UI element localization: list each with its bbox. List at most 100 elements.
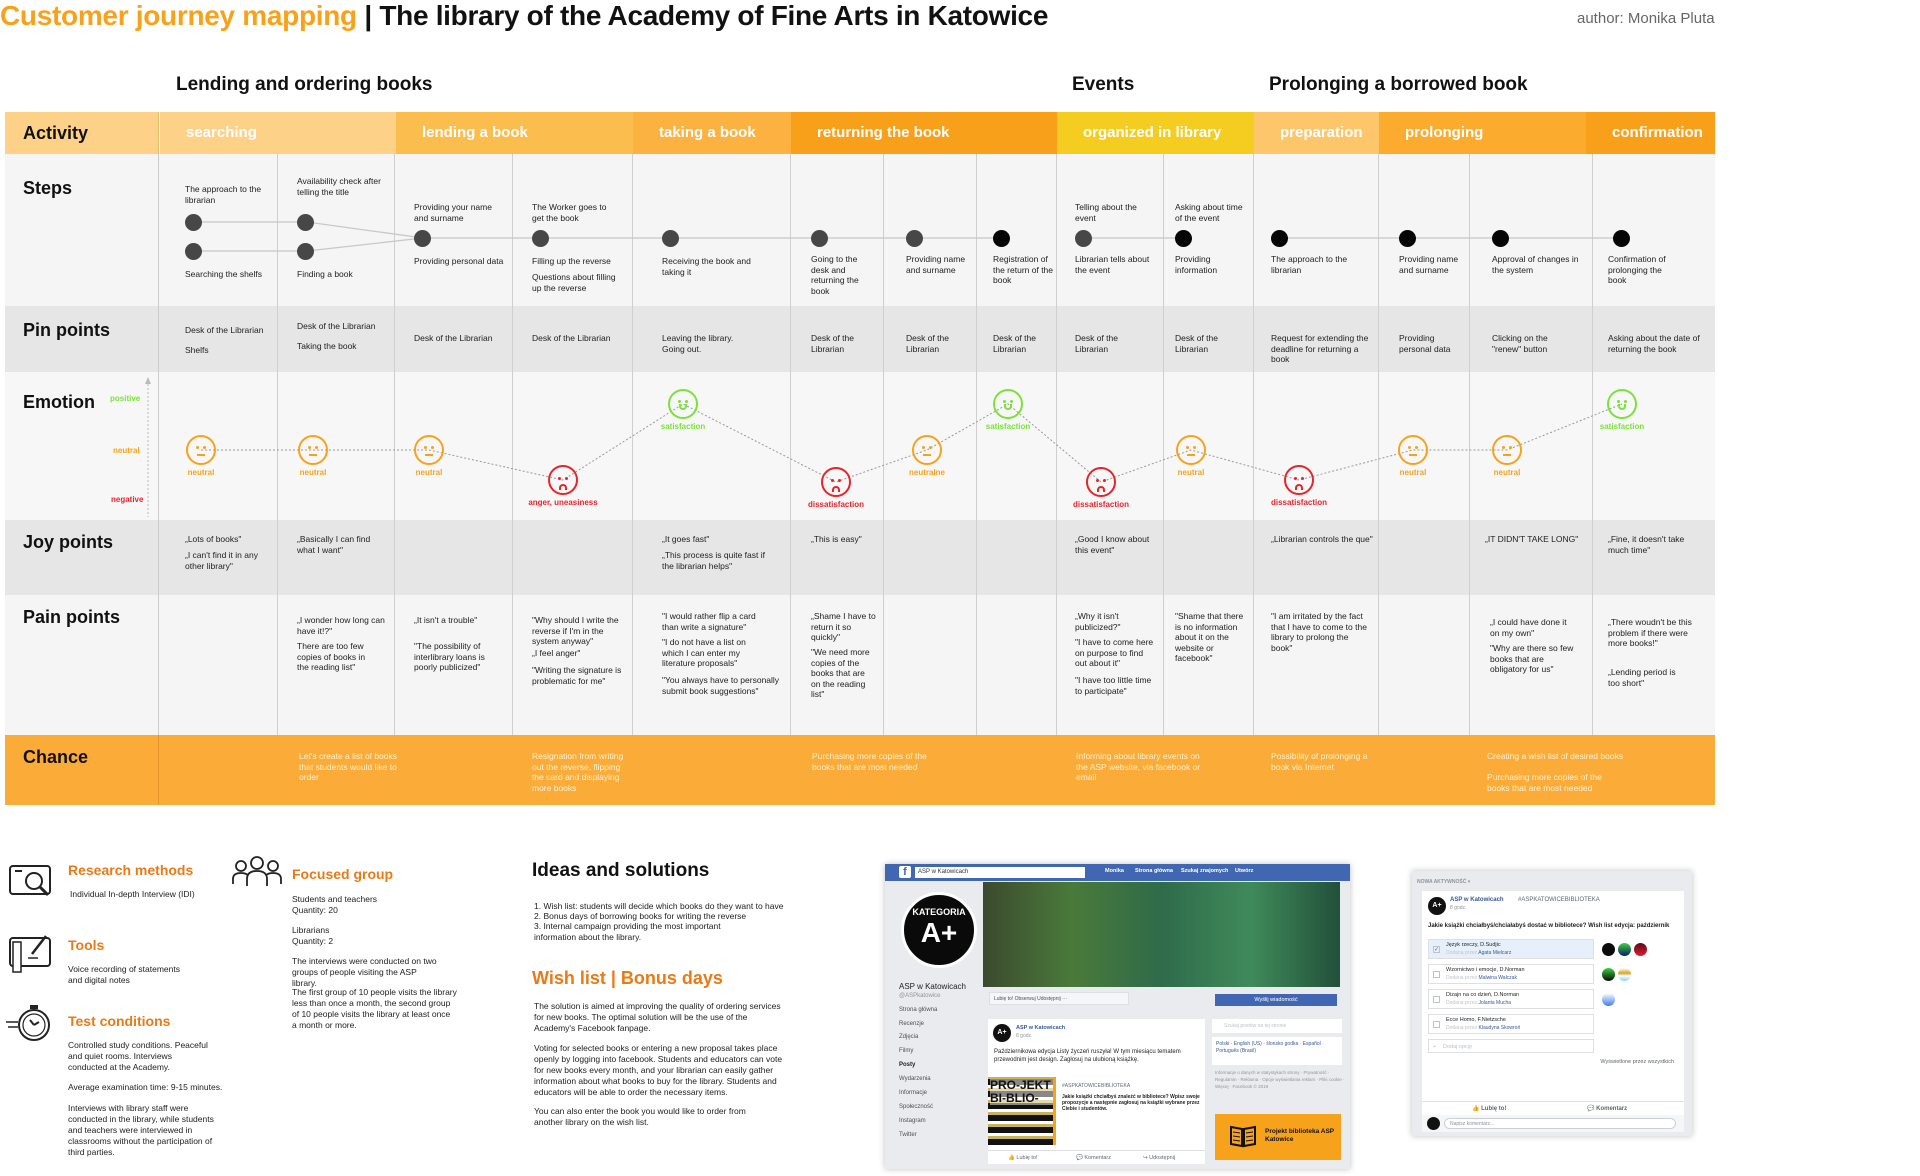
fb-menu-item[interactable]: Wydarzenia [899, 1076, 931, 1082]
step-dot [906, 230, 923, 247]
poll-avatar: A+ [1428, 897, 1446, 915]
fb-menu-item[interactable]: Recenzje [899, 1021, 925, 1027]
pin-point-text: Desk of the Librarian [414, 333, 493, 343]
poll-like-button[interactable]: 👍 Lubię to! [1472, 1106, 1507, 1112]
pin-point-text: Shelfs [185, 345, 209, 355]
library-project-banner[interactable]: Projekt biblioteka ASP Katowice [1215, 1114, 1341, 1160]
step-dot [297, 214, 314, 231]
joy-point: „Good I know about this event" [1075, 534, 1150, 555]
step-text: Availability check after telling the tit… [297, 176, 381, 197]
focused-group-text: Quantity: 20 [292, 905, 338, 915]
comment-button[interactable]: 💬 Komentarz [1076, 1155, 1111, 1161]
step-text: Filling up the reverse [532, 256, 611, 266]
voter-avatar [1602, 993, 1615, 1006]
pin-point-text: Providing personal data [1399, 333, 1451, 354]
focused-group-text: Librarians [292, 925, 330, 935]
checkbox[interactable] [1433, 996, 1440, 1003]
fb-menu-item[interactable]: Filmy [899, 1048, 914, 1054]
page-post-search-input[interactable]: Szukaj postów na tej stronie [1212, 1019, 1342, 1033]
fb-menu-item[interactable]: Twitter [899, 1132, 917, 1138]
like-button[interactable]: 👍 Lubię to! [1008, 1155, 1038, 1161]
fb-nav-create[interactable]: Utwórz [1235, 868, 1254, 874]
step-text: Providing name and surname [1399, 254, 1459, 275]
joy-point: „Lots of books" [185, 534, 242, 544]
step-text: Confirmation of prolonging the book [1608, 254, 1666, 285]
research-methods-title: Research methods [68, 862, 194, 878]
idea-item: 2. Bonus days of borrowing books for wri… [534, 911, 747, 921]
poll-card: A+ ASP w Katowicach #ASPKATOWICEBIBLIOTE… [1422, 891, 1684, 1101]
poll-author-link[interactable]: ASP w Katowicach [1450, 897, 1504, 903]
comment-input[interactable]: Napisz komentarz... [1444, 1118, 1676, 1129]
poll-comment-button[interactable]: 💬 Komentarz [1587, 1106, 1628, 1112]
send-message-button[interactable]: Wyślij wiadomość [1215, 994, 1337, 1006]
new-activity-dropdown[interactable]: NOWA AKTYWNOŚĆ ▾ [1417, 879, 1471, 885]
fb-menu-item[interactable]: Informacje [899, 1090, 928, 1096]
activity-prolonging: prolonging [1379, 112, 1586, 154]
fb-menu-item[interactable]: Społeczność [899, 1104, 934, 1110]
fb-menu-item[interactable]: Zdjęcia [899, 1034, 919, 1040]
voter-avatar [1618, 968, 1631, 981]
step-dot [1613, 230, 1630, 247]
fb-menu-item[interactable]: Posty [899, 1062, 916, 1068]
chance-text: Let's create a list of books that studen… [299, 751, 398, 782]
pin-point-text: Desk of the Librarian [1175, 333, 1218, 354]
fb-nav-find-friends[interactable]: Szukaj znajomych [1181, 868, 1229, 874]
pain-point: "We need more copies of the books that a… [811, 647, 870, 699]
step-dot [811, 230, 828, 247]
post-author-link[interactable]: ASP w Katowicach [1016, 1025, 1066, 1031]
language-selector[interactable]: Polski · English (US) · ślonsko godka · … [1212, 1037, 1342, 1065]
test-conditions-text: Controlled study conditions. Peaceful an… [68, 1040, 208, 1072]
step-dot [993, 230, 1010, 247]
fb-nav-home[interactable]: Strona główna [1135, 868, 1173, 874]
poll-option[interactable]: ✓ Język rzeczy, D.Sudjic Dodana przez Ag… [1428, 939, 1594, 959]
pin-point-text: Leaving the library. Going out. [662, 333, 734, 354]
add-option-input[interactable]: +Dodaj opcję [1428, 1039, 1594, 1053]
comment-composer: Napisz komentarz... [1422, 1115, 1684, 1132]
checkbox[interactable] [1433, 1021, 1440, 1028]
axis-positive: positive [110, 394, 141, 403]
step-dot [1075, 230, 1092, 247]
step-dot [1271, 230, 1288, 247]
axis-negative: negative [111, 495, 144, 504]
post-image: PRO-JEKT BI-BLIO- [988, 1077, 1056, 1145]
pain-point: "Shame that there is no information abou… [1175, 611, 1244, 663]
facebook-search-input[interactable]: ASP w Katowicach [915, 867, 1085, 878]
wish-list-text: Voting for selected books or entering a … [534, 1043, 783, 1097]
step-dot [185, 243, 202, 260]
pin-point-text: Request for extending the deadline for r… [1271, 333, 1369, 364]
post-avatar: A+ [993, 1024, 1011, 1042]
pain-point: „Shame I have to return it so quickly" [811, 611, 876, 642]
pin-point-text: Desk of the Librarian [532, 333, 611, 343]
emotion-face-neutral [1398, 435, 1428, 465]
voter-avatar [1602, 968, 1615, 981]
checkbox-checked[interactable]: ✓ [1433, 946, 1440, 953]
step-text: The approach to the librarian [1271, 254, 1348, 275]
activity-row: Activity searching lending a book taking… [5, 112, 1715, 154]
fb-nav-profile[interactable]: Monika [1105, 868, 1124, 874]
step-text: Questions about filling up the reverse [532, 272, 616, 293]
pain-point: „Lending period is too short" [1608, 667, 1676, 688]
activity-returning: returning the book [791, 112, 1057, 154]
joy-point: „This is easy" [811, 534, 862, 544]
checkbox[interactable] [1433, 971, 1440, 978]
pain-point: „I wonder how long can have it!?" [297, 615, 385, 636]
poll-option[interactable]: Dizajn na co dzień, D.Norman Dodana prze… [1428, 989, 1594, 1009]
seen-by-label: Wyświetlone przez wszystkich [1600, 1059, 1674, 1065]
cover-photo [983, 882, 1340, 987]
focused-group-text: The first group of 10 people visits the … [292, 987, 457, 1030]
step-text: The approach to the librarian [185, 184, 262, 205]
pain-point: "I have to come here on purpose to find … [1075, 637, 1154, 668]
poll-hashtag[interactable]: #ASPKATOWICEBIBLIOTEKA [1518, 897, 1600, 903]
poll-option[interactable]: Ecce Homo, F.Nietzsche Dodana przez Klau… [1428, 1014, 1594, 1034]
emotion-face-negative [821, 467, 851, 497]
fb-menu-item[interactable]: Strona główna [899, 1007, 938, 1013]
poll-option[interactable]: Wzornictwo i emocje, D.Norman Dodana prz… [1428, 964, 1594, 984]
fb-menu-item[interactable]: Instagram [899, 1118, 926, 1124]
emotion-face-neutral [1176, 435, 1206, 465]
wish-list-text: The solution is aimed at improving the q… [534, 1001, 781, 1033]
page-action-buttons[interactable]: Lubię to! Obserwuj Udostępnij ··· [989, 992, 1129, 1005]
share-button[interactable]: ↪ Udostępnij [1143, 1155, 1176, 1161]
step-dot [662, 230, 679, 247]
activity-lending: lending a book [396, 112, 633, 154]
axis-neutral: neutral [113, 446, 140, 455]
